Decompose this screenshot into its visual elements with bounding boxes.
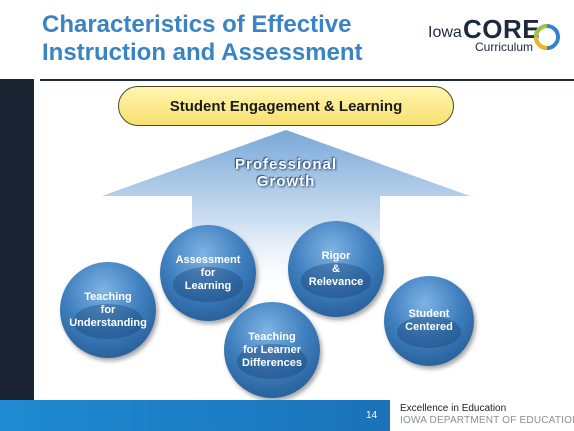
- circle-teaching-for-learner-differences: Teaching for Learner Differences: [224, 302, 320, 398]
- circle-4-text: Rigor & Relevance: [309, 250, 363, 289]
- title-divider: [40, 79, 574, 81]
- logo-core-text: CORE: [463, 14, 541, 44]
- title-bar: Characteristics of Effective Instruction…: [0, 0, 574, 79]
- circle-1-line-1: Teaching: [84, 290, 132, 303]
- footer-excellence-text: Excellence in Education: [400, 403, 507, 414]
- circle-2-line-3: Learning: [184, 279, 232, 292]
- circle-1-line-3: Understanding: [69, 316, 147, 329]
- circle-3-line-1: Teaching: [248, 330, 296, 343]
- circle-5-text: Student Centered: [405, 308, 453, 334]
- footer-bar: [0, 400, 390, 431]
- page-number: 14: [366, 410, 378, 421]
- student-engagement-banner: Student Engagement & Learning: [118, 86, 454, 126]
- pg-line-2: Growth: [256, 173, 316, 190]
- logo-curriculum-text: Curriculum: [475, 40, 534, 54]
- circle-2-text: Assessment for Learning: [176, 254, 241, 293]
- circle-rigor-and-relevance: Rigor & Relevance: [288, 221, 384, 317]
- circle-assessment-for-learning: Assessment for Learning: [160, 225, 256, 321]
- circle-teaching-for-understanding: Teaching for Understanding: [60, 262, 156, 358]
- title-line-2: Instruction and Assessment: [42, 39, 363, 66]
- circle-3-text: Teaching for Learner Differences: [242, 331, 302, 370]
- circle-3-line-3: Differences: [242, 356, 302, 369]
- pg-line-1: Professional: [234, 156, 338, 173]
- slide-title: Characteristics of Effective Instruction…: [42, 11, 382, 67]
- footer-credit: Excellence in Education IOWA DEPARTMENT …: [400, 403, 574, 431]
- circle-4-line-1: Rigor: [321, 249, 351, 262]
- circle-1-line-2: for: [100, 303, 116, 316]
- iowa-core-logo: Iowa CORE Curriculum: [428, 14, 560, 58]
- logo-iowa-text: Iowa: [428, 24, 462, 41]
- circle-5-line-1: Student: [408, 308, 450, 320]
- circle-3-line-2: for Learner: [242, 343, 302, 356]
- circle-5-line-2: Centered: [405, 321, 453, 333]
- professional-growth-label: Professional Growth: [196, 156, 376, 190]
- engagement-label: Student Engagement & Learning: [169, 97, 403, 115]
- circle-1-text: Teaching for Understanding: [69, 291, 147, 330]
- circle-student-centered: Student Centered: [384, 276, 474, 366]
- circle-2-line-1: Assessment: [175, 253, 241, 266]
- footer-department-text: IOWA DEPARTMENT OF EDUCATION: [400, 415, 574, 426]
- title-line-1: Characteristics of Effective: [42, 11, 352, 38]
- circle-4-line-2: &: [332, 262, 340, 275]
- circle-2-line-2: for: [200, 266, 216, 279]
- logo-ring-icon: [534, 24, 560, 50]
- circle-4-line-3: Relevance: [308, 275, 364, 288]
